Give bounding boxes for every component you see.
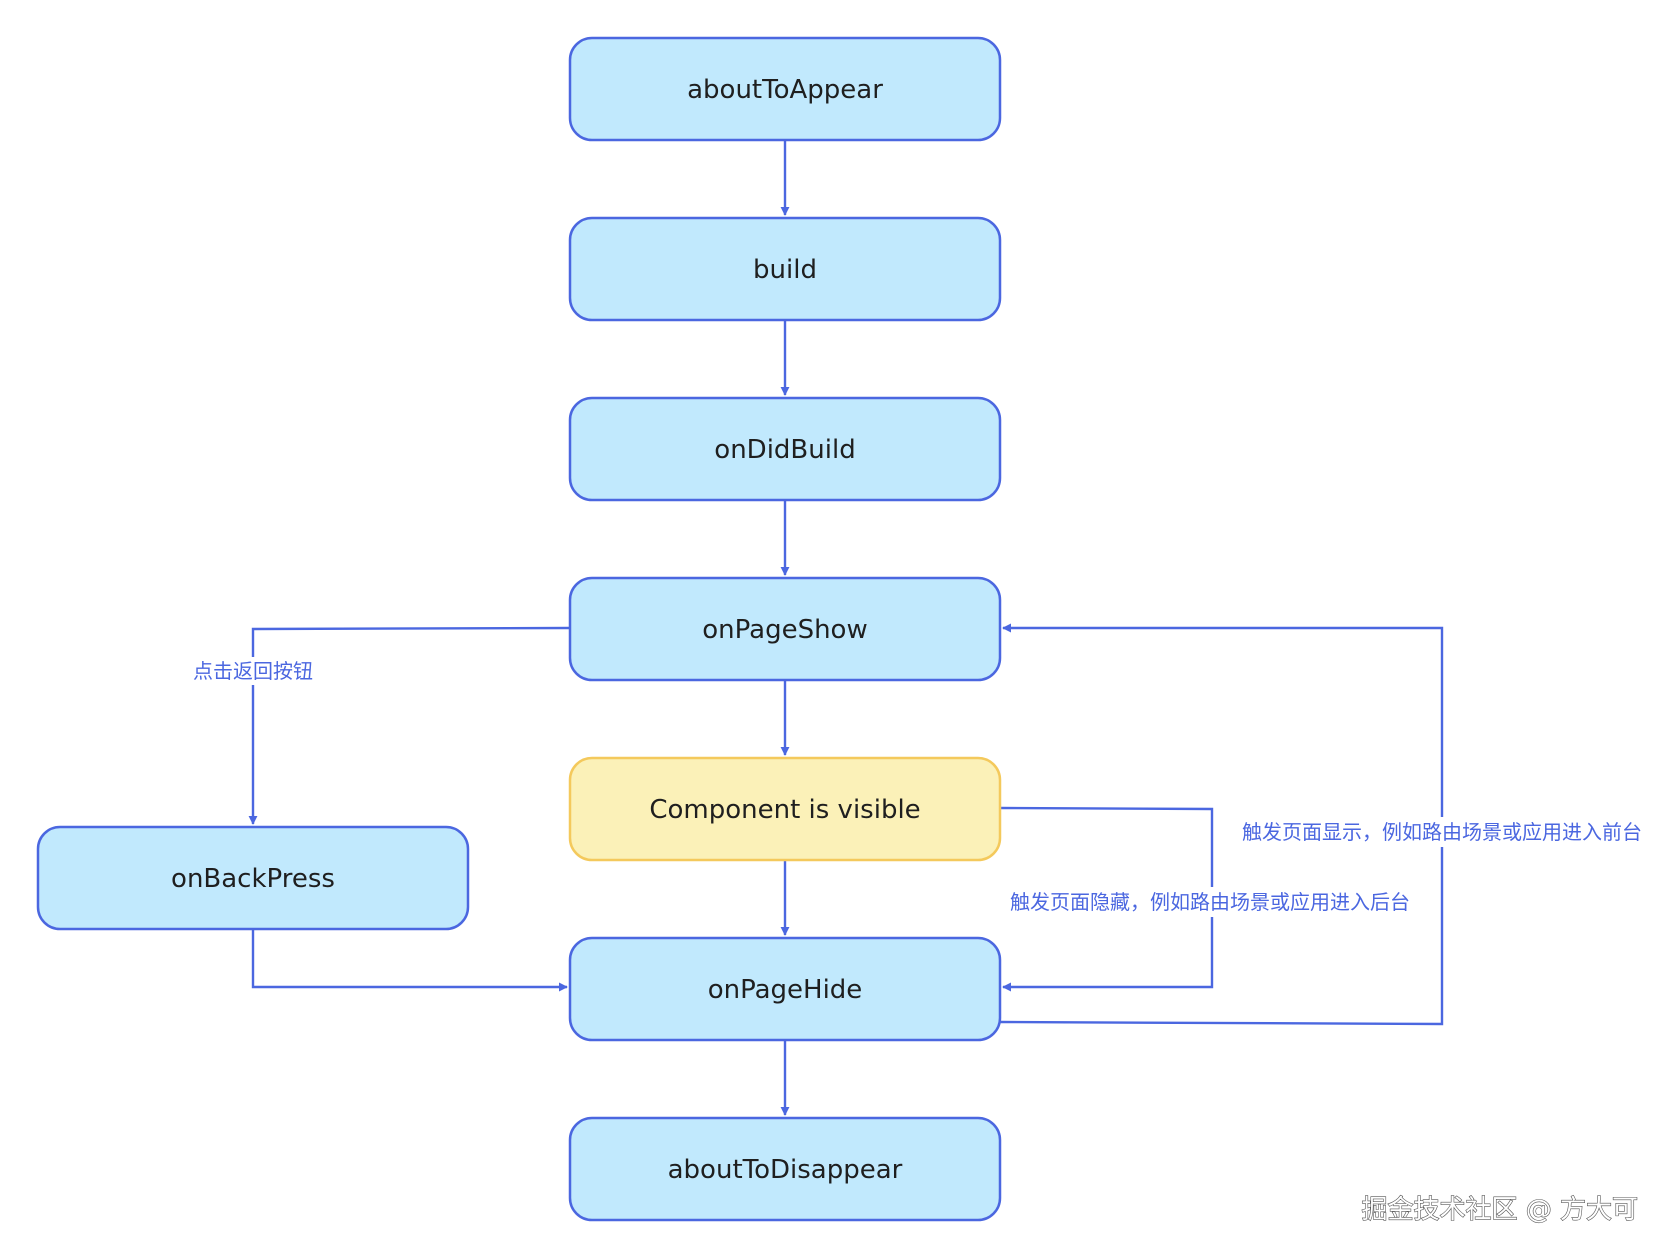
node-on-did-build-box <box>568 396 1002 502</box>
back-press-label: 点击返回按钮 <box>193 659 313 683</box>
node-on-back-press: onBackPress <box>36 825 470 931</box>
edge-labels: 点击返回按钮 触发页面隐藏，例如路由场景或应用进入后台 触发页面显示，例如路由场… <box>192 657 1644 917</box>
node-about-to-disappear: aboutToDisappear <box>568 1116 1002 1222</box>
node-on-did-build: onDidBuild <box>568 396 1002 502</box>
node-on-page-hide: onPageHide <box>568 936 1002 1042</box>
watermark: 掘金技术社区 @ 方大可 <box>1361 1195 1638 1225</box>
edge-pageshow-to-backpress <box>248 626 571 825</box>
node-component-visible-box <box>568 756 1002 862</box>
page-show-trigger-label: 触发页面显示，例如路由场景或应用进入前台 <box>1242 820 1642 844</box>
node-on-back-press-label: onBackPress <box>171 864 335 894</box>
page-show-trigger-label-bg <box>1240 817 1644 847</box>
back-press-label-bg <box>192 657 314 685</box>
node-on-page-hide-box <box>568 936 1002 1042</box>
node-about-to-appear-box <box>568 36 1002 142</box>
page-hide-trigger-label-bg <box>1010 887 1410 917</box>
node-build-box <box>568 216 1002 322</box>
node-component-visible-label: Component is visible <box>649 795 920 825</box>
node-about-to-appear-label: aboutToAppear <box>687 75 883 105</box>
node-on-did-build-label: onDidBuild <box>714 435 855 465</box>
node-build: build <box>568 216 1002 322</box>
node-on-page-show: onPageShow <box>568 576 1002 682</box>
node-component-visible: Component is visible <box>568 756 1002 862</box>
page-hide-trigger-label: 触发页面隐藏，例如路由场景或应用进入后台 <box>1010 890 1410 914</box>
edge-backpress-to-pagehide <box>251 930 568 992</box>
node-about-to-disappear-box <box>568 1116 1002 1222</box>
node-on-page-show-box <box>568 576 1002 682</box>
node-on-page-hide-label: onPageHide <box>708 975 863 1005</box>
node-about-to-disappear-label: aboutToDisappear <box>668 1155 903 1185</box>
node-on-page-show-label: onPageShow <box>702 615 867 645</box>
node-build-label: build <box>753 255 817 285</box>
node-about-to-appear: aboutToAppear <box>568 36 1002 142</box>
node-on-back-press-box <box>36 825 470 931</box>
